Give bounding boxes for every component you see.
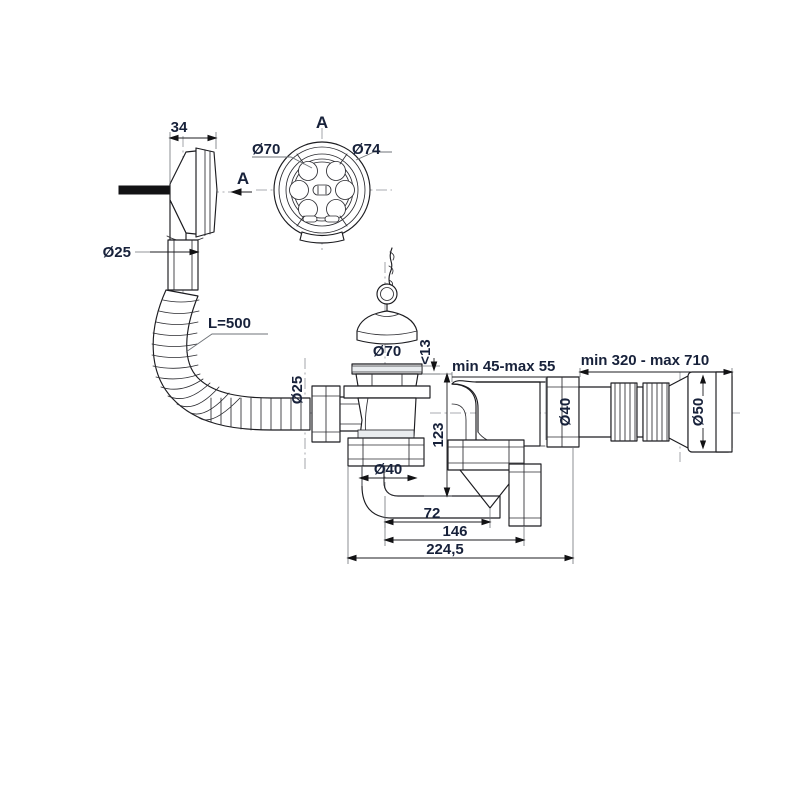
dim-label-flange-thickness: <13: [417, 339, 434, 364]
grate-hole: [289, 180, 309, 200]
dim-extension-range: min 320 - max 710: [578, 352, 734, 377]
dim-overflow-width: 34: [168, 119, 218, 183]
outlet-bellows-2: [642, 382, 670, 442]
dim-146: 146: [383, 522, 526, 546]
flexible-corrugated-hose: [151, 289, 311, 431]
dim-72: 72: [383, 496, 492, 528]
drain-lip-gasket: [351, 365, 423, 373]
drain-plug-with-chain: [356, 247, 418, 345]
dim-label-trap-outlet: Ø40: [374, 461, 402, 478]
dim-label-pipe-dia-40: Ø40: [557, 398, 574, 426]
drain-body-assembly: [343, 363, 431, 467]
swivel-elbow-outlet: [447, 380, 546, 527]
grate-tab-slot: [302, 215, 318, 223]
dim-label-34: 34: [171, 119, 188, 136]
drain-upper-neck: [355, 373, 419, 387]
overflow-cover-side-view: [118, 147, 218, 291]
outlet-pipe-straight: [578, 386, 612, 438]
dim-label-extension-range: min 320 - max 710: [581, 352, 709, 369]
dim-hose-length: L=500: [185, 315, 268, 353]
section-letter-a-side: A: [237, 169, 249, 188]
section-arrow-a-side: A: [230, 169, 252, 196]
dim-elbow-range: min 45-max 55: [451, 358, 560, 440]
dim-overflow-pipe-dia: Ø25: [103, 244, 200, 261]
overflow-grate-front-view: [273, 141, 371, 244]
dim-label-grate-inner: Ø70: [252, 141, 280, 158]
overflow-inlet-stub: [118, 185, 178, 195]
cleanout-plug: [508, 463, 542, 527]
end-connector-cuff: [715, 371, 733, 453]
dim-label-trap-height: 123: [430, 422, 447, 447]
outlet-taper: [668, 375, 689, 449]
dim-label-146: 146: [442, 523, 467, 540]
grate-foot: [299, 231, 345, 244]
overflow-drop-tube: [167, 239, 199, 291]
section-letter-a-top: A: [316, 113, 328, 132]
dim-label-hose-length: L=500: [208, 315, 251, 332]
dim-label-plug-dia: Ø70: [373, 343, 401, 360]
drain-lock-nut: [347, 437, 425, 467]
hose-body: [152, 289, 311, 431]
drain-gasket-band: [357, 429, 415, 439]
dim-label-hose-dia: Ø25: [289, 376, 306, 404]
dim-trap-outlet-dia: Ø40: [358, 461, 418, 486]
grate-third-ring: [285, 153, 359, 227]
plug-body: [356, 310, 418, 345]
dim-label-overflow-dia: Ø25: [103, 244, 131, 261]
grate-tab-slot: [324, 215, 340, 223]
outlet-bellows-1: [610, 382, 638, 442]
dim-label-elbow-range: min 45-max 55: [452, 358, 555, 375]
dim-224-5: 224,5: [346, 447, 575, 564]
outlet-pipe-assembly: [546, 371, 733, 453]
dim-hose-dia: Ø25: [289, 376, 306, 404]
dim-trap-height: 123: [422, 372, 452, 498]
dim-label-224-5: 224,5: [426, 541, 464, 558]
dim-end-dia: Ø50: [690, 374, 707, 450]
drain-flange-plate: [343, 385, 431, 399]
grate-center-slot: [312, 184, 332, 196]
dim-label-72: 72: [424, 505, 441, 522]
chain-ring: [376, 283, 398, 305]
dim-grate-inner-dia: Ø70: [252, 141, 313, 169]
dim-label-end-dia: Ø50: [690, 398, 707, 426]
grate-hole: [326, 161, 346, 181]
grate-second-ring: [278, 146, 366, 234]
grate-hole: [335, 180, 355, 200]
dim-grate-outer-dia: Ø74: [352, 141, 392, 161]
overflow-cover-faceplate: [195, 147, 218, 238]
grate-hole: [298, 161, 318, 181]
dim-label-grate-outer: Ø74: [352, 141, 381, 158]
